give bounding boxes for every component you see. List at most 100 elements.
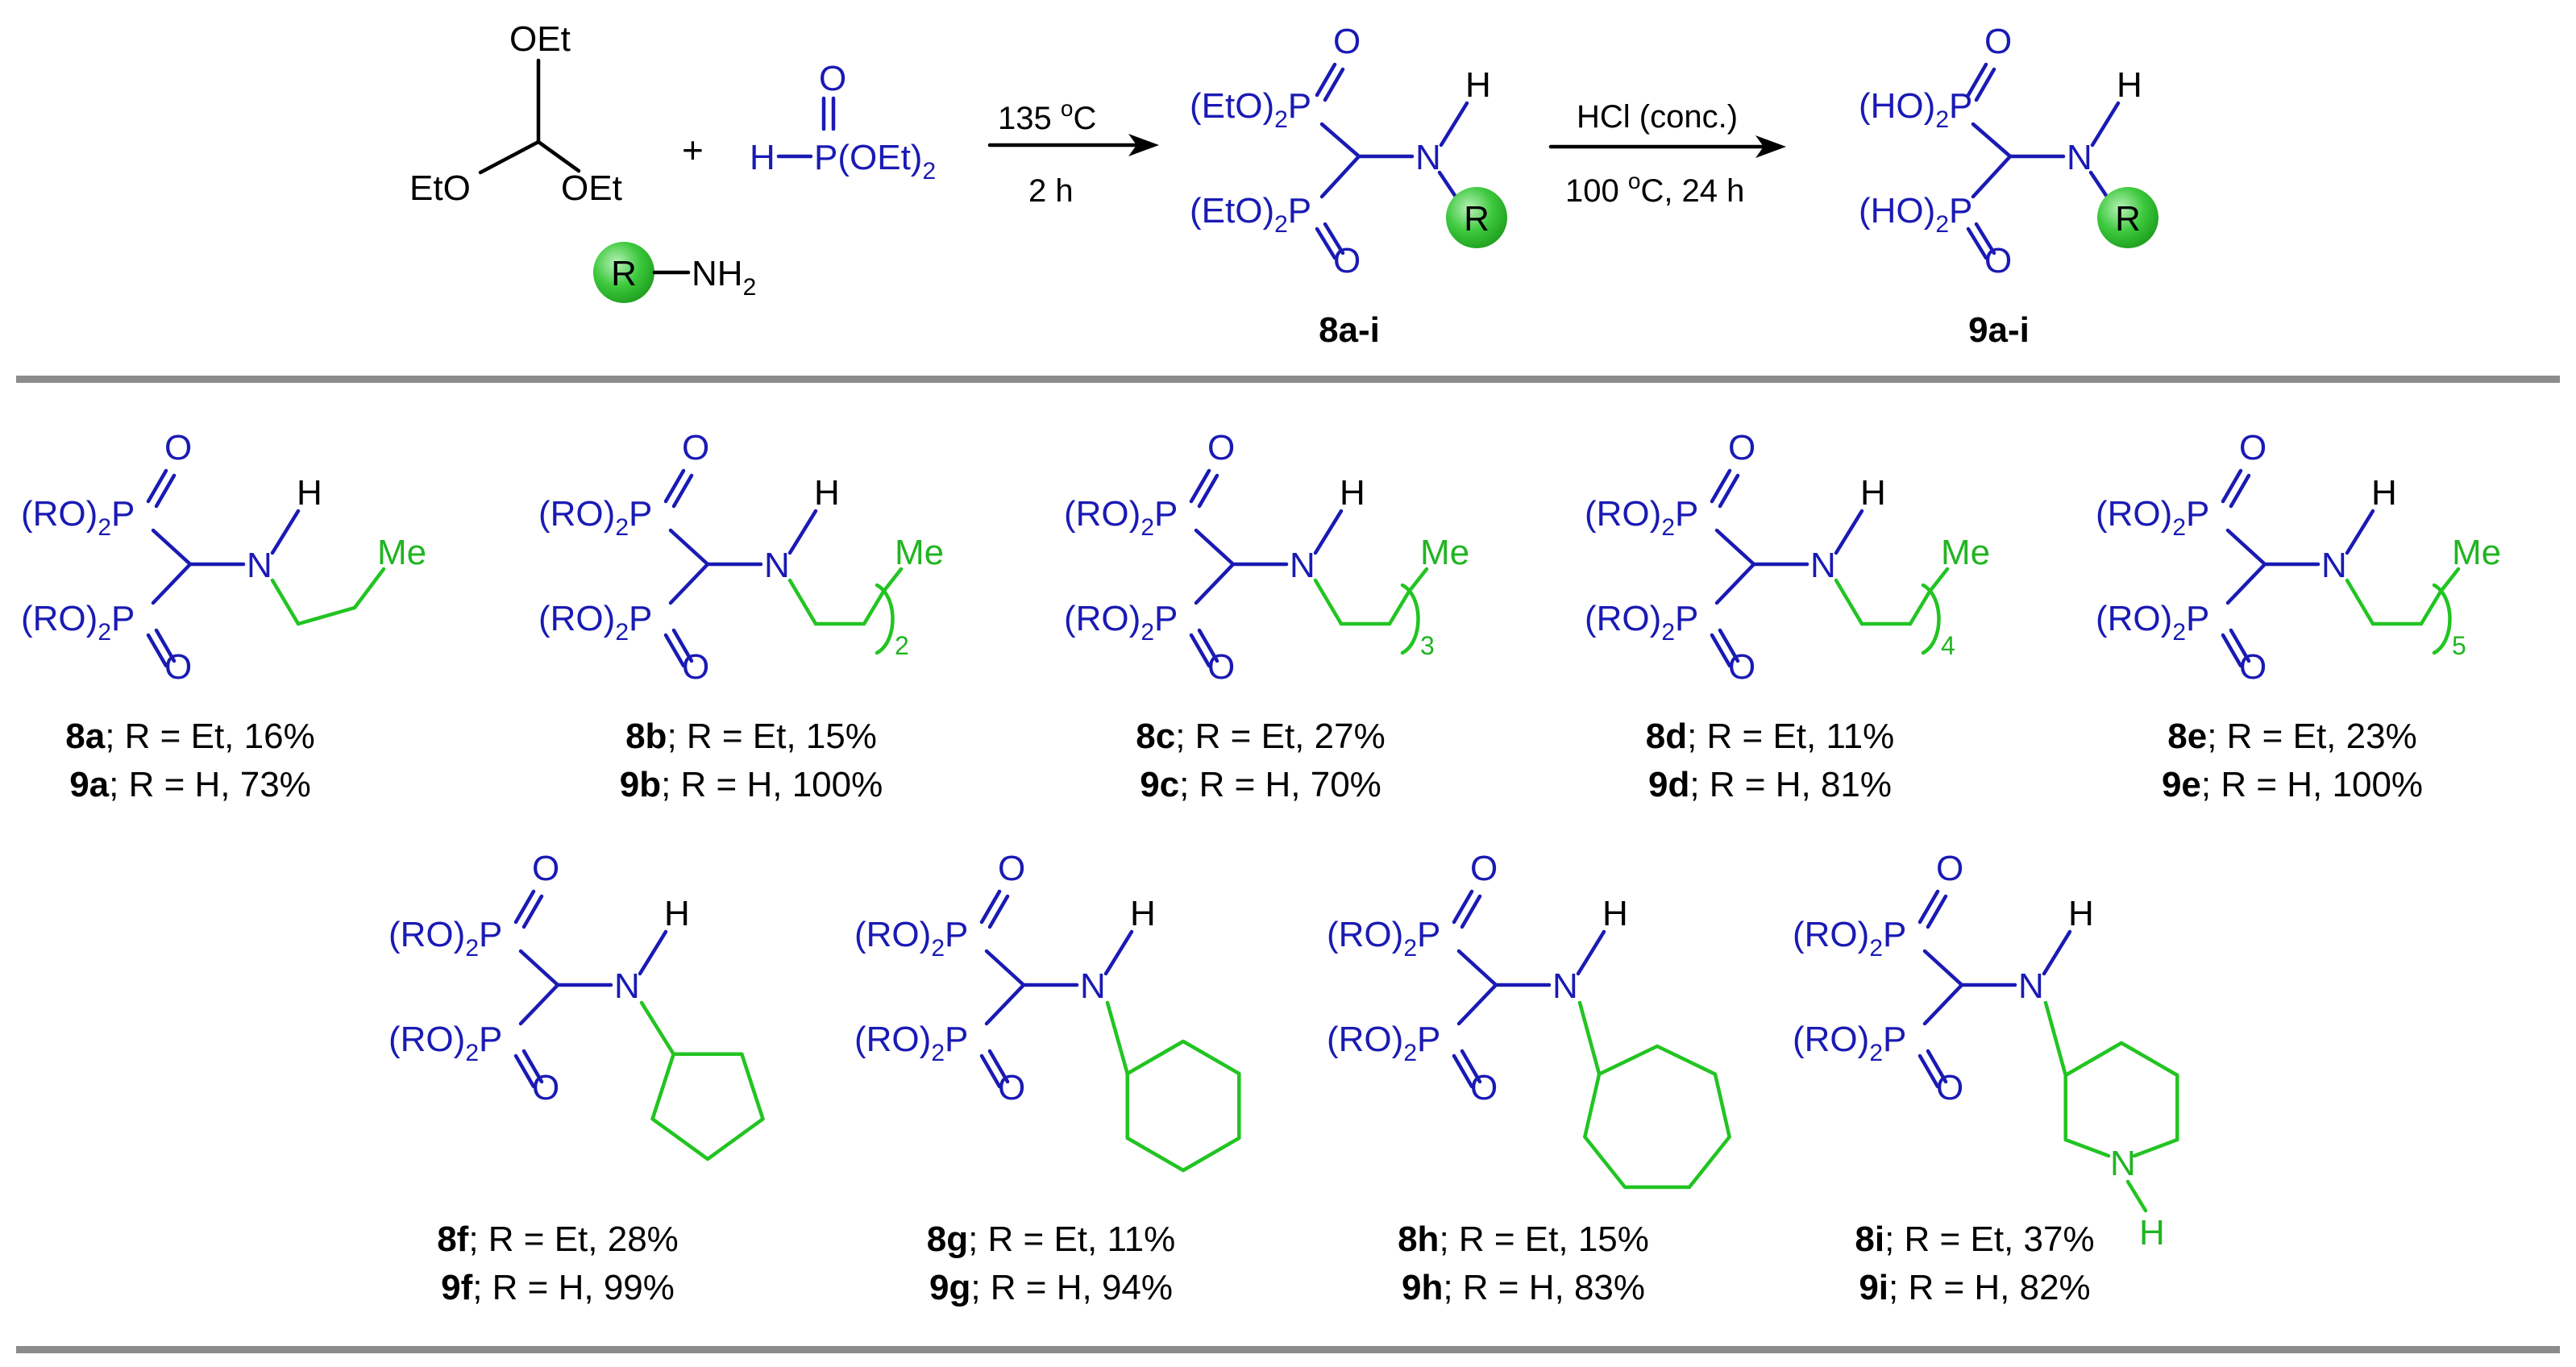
reaction-arrow-2: HCl (conc.) 100 oC, 24 h — [1548, 99, 1786, 209]
acid-n-h — [2090, 101, 2121, 148]
lower-phosphonate-group: (RO)2P — [538, 599, 652, 646]
lower-phosphonate-group: (RO)2P — [2096, 599, 2209, 646]
r-group-ball — [593, 242, 654, 303]
upper-phosphonate-group: (RO)2P — [1793, 915, 1906, 962]
methyl-label: Me — [895, 533, 944, 572]
separator-top — [16, 376, 2560, 383]
lower-po-double-a — [2221, 633, 2243, 668]
amine-h: H — [814, 473, 840, 513]
amine-n: N — [1810, 546, 1836, 585]
chain-bond-4 — [1927, 567, 1950, 594]
upper-po-double-a — [1189, 468, 1211, 504]
amine-n: N — [1552, 966, 1578, 1006]
upper-po-double-b — [154, 473, 177, 509]
n-h-bond — [1313, 509, 1344, 555]
lower-po-double-b — [1460, 1049, 1482, 1084]
lower-phosphonate-group: (RO)2P — [854, 1020, 968, 1066]
acid-po-lower-a — [1966, 226, 1988, 260]
n-ring-bond — [1105, 1000, 1129, 1076]
upper-phosphonate-group: (RO)2P — [388, 915, 502, 962]
acid-po-upper-b — [1974, 67, 1996, 102]
yield-label-2: 9h; R = H, 83% — [1402, 1268, 1645, 1307]
lower-phosphonate-group: (RO)2P — [388, 1020, 502, 1066]
upper-po-double-a — [2221, 468, 2243, 504]
ester-po-upper-a — [1315, 62, 1337, 98]
amine-n: N — [1080, 966, 1106, 1006]
p-c-upper-bond — [1194, 528, 1236, 567]
lower-po-double-a — [1452, 1053, 1474, 1089]
plus-sign: + — [682, 129, 704, 171]
acid-compound-label: 9a-i — [1968, 310, 2030, 350]
lower-phosphonate-group: (RO)2P — [1327, 1020, 1440, 1066]
chain-bond-2 — [296, 605, 357, 626]
amine-h: H — [297, 473, 322, 513]
yield-label-1: 8i; R = Et, 37% — [1855, 1219, 2094, 1259]
ester-n-h — [1439, 101, 1469, 148]
step2-conditions: 100 oC, 24 h — [1565, 168, 1744, 209]
yield-label-2: 9a; R = H, 73% — [69, 765, 311, 804]
amine-h: H — [2068, 894, 2094, 933]
lower-po-double-b — [671, 628, 694, 663]
upper-po-double-a — [1452, 889, 1474, 924]
yield-label-2: 9i; R = H, 82% — [1859, 1268, 2090, 1307]
lower-phosphonate-group: (RO)2P — [1793, 1020, 1906, 1066]
chain-bond-3 — [352, 567, 386, 610]
ester-r-ball — [1446, 187, 1507, 248]
ester-n-r — [1437, 170, 1458, 199]
acid-r-label: R — [2115, 199, 2141, 239]
n-h-bond — [2345, 509, 2375, 555]
lower-po-double-a — [1189, 633, 1211, 668]
yield-label-1: 8a; R = Et, 16% — [65, 717, 314, 756]
lower-po-double-a — [979, 1053, 1002, 1089]
orthoformate-oet-top: OEt — [509, 19, 571, 59]
p-c-lower-bond — [518, 983, 560, 1026]
acid-p-c-lower — [1971, 154, 2013, 199]
yield-label-2: 9e; R = H, 100% — [2162, 765, 2423, 804]
acid-h: H — [2117, 65, 2142, 105]
lower-po-double-a — [146, 633, 168, 668]
amine-nh-label: NH2 — [692, 254, 756, 301]
yield-label-1: 8d; R = Et, 11% — [1646, 717, 1895, 756]
amine-n: N — [614, 966, 640, 1006]
p-c-upper-bond — [151, 528, 193, 567]
ester-compound-label: 8a-i — [1319, 310, 1380, 350]
upper-po-double-a — [1917, 889, 1940, 924]
chain-bond-4 — [2438, 567, 2461, 594]
yield-label-2: 9c; R = H, 70% — [1140, 765, 1381, 804]
chain-bond-1 — [2345, 578, 2375, 626]
acid-po-upper-a — [1966, 62, 1988, 98]
chain-bond-3 — [2419, 589, 2443, 626]
methyl-label: Me — [2452, 533, 2501, 572]
ester-n: N — [1415, 138, 1441, 177]
amine-n: N — [1290, 546, 1315, 585]
ester-upper-group: (EtO)2P — [1190, 86, 1311, 133]
orthoformate-bond-left — [478, 139, 541, 175]
upper-po-double-b — [1718, 473, 1740, 509]
piperidine-bond-n-right — [2132, 1137, 2179, 1158]
acid-n-r — [2088, 170, 2109, 199]
cyclohexyl-ring — [1125, 1039, 1241, 1173]
upper-po-double-a — [513, 889, 536, 924]
ester-r-label: R — [1464, 199, 1490, 239]
upper-po-double-a — [146, 468, 168, 504]
upper-phosphoryl-o: O — [1728, 428, 1755, 467]
orthoformate-oet-right: OEt — [561, 168, 622, 208]
step1-temperature: 135 oC — [998, 96, 1096, 136]
cyclopentyl-ring — [650, 1052, 765, 1161]
amine-n: N — [247, 546, 272, 585]
lower-po-double-a — [1710, 633, 1732, 668]
piperidine-bond-0 — [2063, 1041, 2124, 1078]
diethyl-phosphite: O H P(OEt)2 — [750, 59, 936, 185]
lower-phosphonate-group: (RO)2P — [1585, 599, 1698, 646]
lower-po-double-b — [1197, 628, 1219, 663]
n-h-bond — [1103, 929, 1134, 976]
p-c-upper-bond — [1714, 528, 1756, 567]
repeat-count: 4 — [1941, 631, 1955, 660]
amine-h: H — [1340, 473, 1365, 513]
ester-p-c-lower — [1319, 154, 1361, 199]
n-h-bond — [2042, 929, 2072, 976]
upper-phosphoryl-o: O — [998, 849, 1025, 888]
acid-upper-o: O — [1984, 22, 2012, 61]
methyl-label: Me — [1420, 533, 1469, 572]
